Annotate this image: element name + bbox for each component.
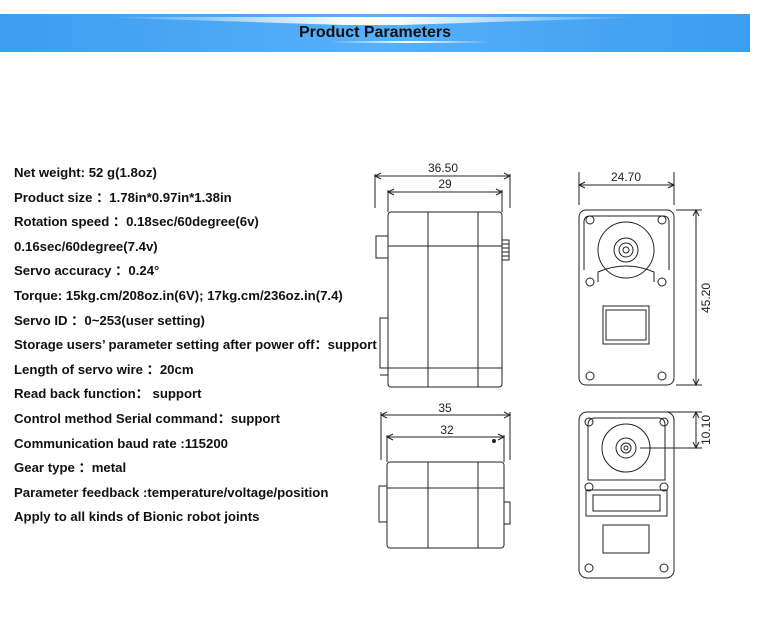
servo-dimension-drawing: 36.50 29 24.70 45.20 35 32 10.10 (373, 161, 713, 579)
back-view (578, 410, 702, 579)
spec-storage: Storage users’ parameter setting after p… (14, 337, 377, 353)
dim-top-overall: 35 (438, 401, 452, 415)
dim-top-body: 32 (440, 423, 454, 437)
spec-product-size: Product size ：1.78in*0.97in*1.38in (14, 189, 232, 205)
front-view (577, 172, 702, 387)
spec-torque: Torque: 15kg.cm/208oz.in(6V); 17kg.cm/23… (14, 287, 343, 303)
spec-servo-id: Servo ID ：0~253(user setting) (14, 312, 205, 328)
spec-list: Net weight: 52 g(1.8oz) Product size ：1.… (14, 161, 414, 530)
spec-feedback: Parameter feedback :temperature/voltage/… (14, 484, 329, 500)
spec-read-back: Read back function： support (14, 386, 202, 402)
dim-front-height: 45.20 (699, 283, 713, 313)
spec-control-method: Control method Serial command：support (14, 410, 280, 426)
page-title: Product Parameters (298, 24, 452, 41)
spec-servo-accuracy: Servo accuracy ：0.24° (14, 263, 160, 279)
dim-side-overall: 36.50 (428, 161, 458, 175)
dim-front-width: 24.70 (611, 170, 641, 184)
spec-application: Apply to all kinds of Bionic robot joint… (14, 509, 260, 525)
title-underline (330, 41, 490, 43)
header-banner: Product Parameters (0, 14, 750, 52)
spec-net-weight: Net weight: 52 g(1.8oz) (14, 165, 157, 180)
side-view (373, 172, 512, 388)
dim-back-offset: 10.10 (699, 415, 713, 445)
spec-rotation-speed-2: 0.16sec/60degree(7.4v) (14, 238, 158, 254)
banner-shine (95, 17, 650, 25)
dim-side-body: 29 (438, 177, 452, 191)
top-view (378, 411, 512, 549)
spec-gear-type: Gear type ：metal (14, 460, 127, 476)
spec-wire-length: Length of servo wire ：20cm (14, 361, 194, 377)
spec-rotation-speed: Rotation speed ：0.18sec/60degree(6v) (14, 214, 259, 230)
spec-baud-rate: Communication baud rate :115200 (14, 435, 228, 451)
